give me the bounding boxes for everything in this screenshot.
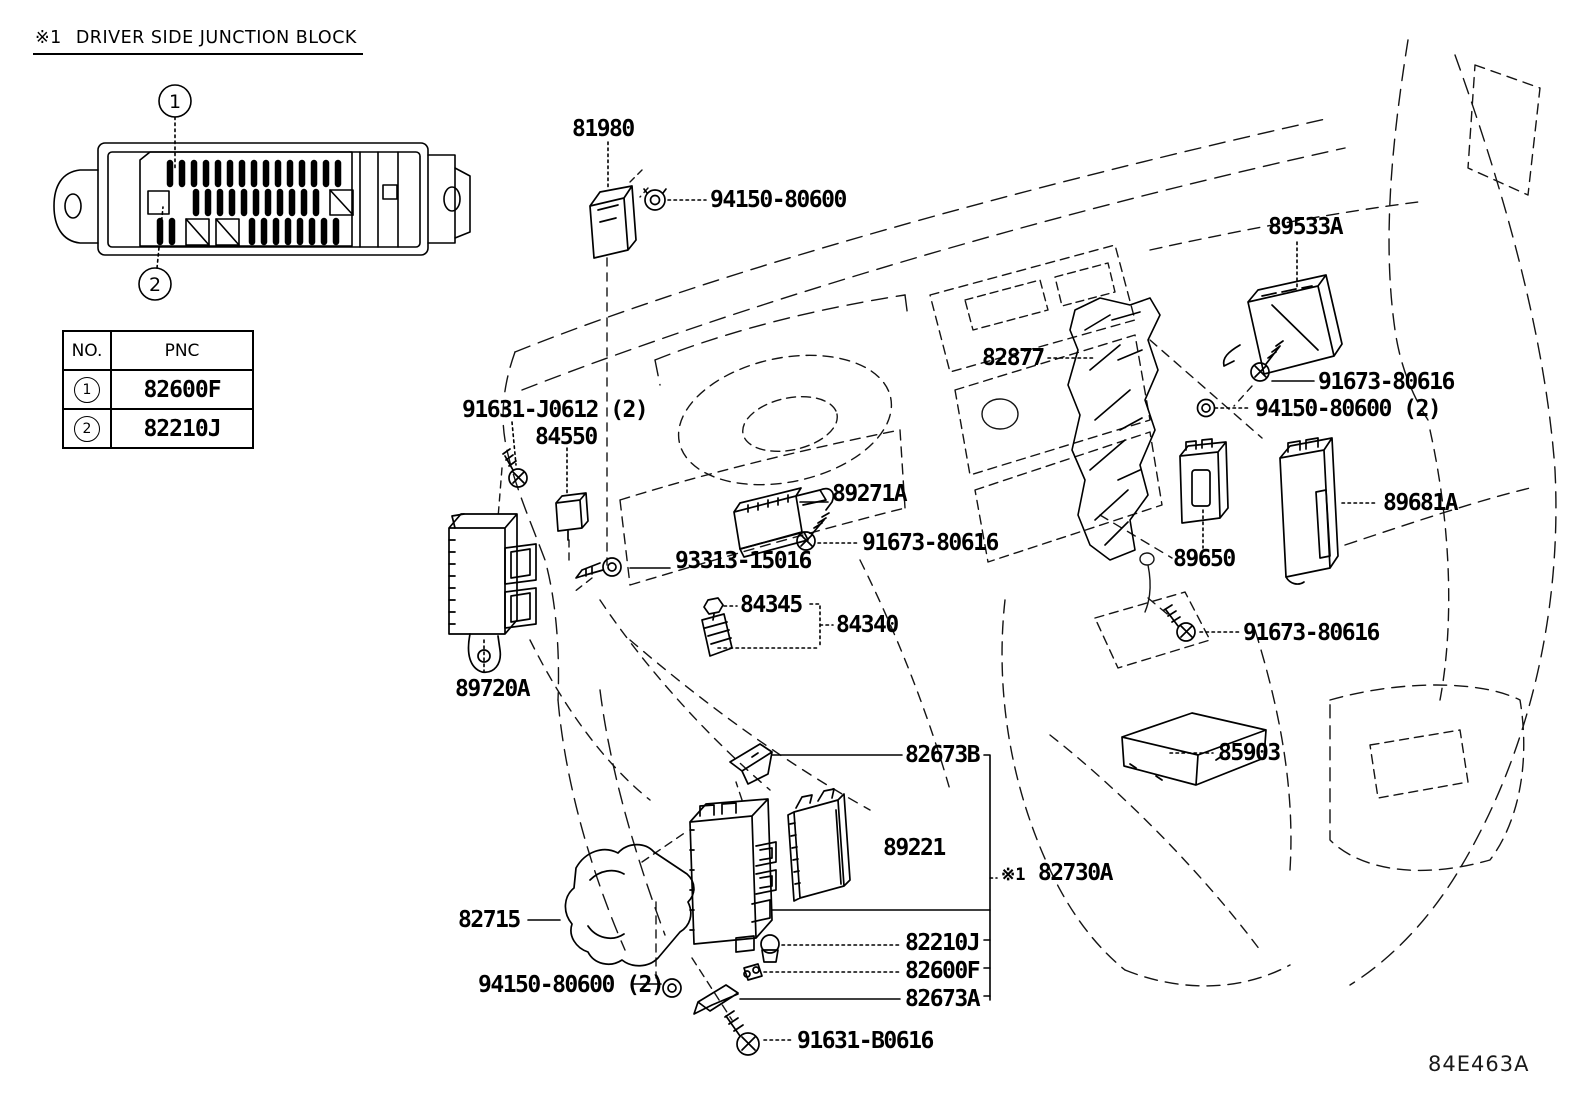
callout-2-circle <box>138 267 172 301</box>
module-89650-drawing <box>1179 438 1229 524</box>
part-label-82730A: ※1 82730A <box>1001 860 1114 886</box>
part-label-82730A-num: 82730A <box>1037 860 1114 886</box>
relay-81980-drawing <box>589 185 637 259</box>
part-label-81980: 81980 <box>572 116 635 142</box>
part-label-82730A-ref: ※1 <box>1001 865 1026 885</box>
box-84550-drawing <box>555 492 589 541</box>
bolt-91673-a-drawing <box>1250 340 1284 382</box>
bolt-91631J-drawing <box>502 448 528 488</box>
hatched-slots <box>185 189 354 246</box>
row2-pnc-value: 82210J <box>143 415 221 442</box>
part-label-82210J: 82210J <box>905 930 981 956</box>
table-row: 2 82210J <box>62 408 254 449</box>
part-label-82673B: 82673B <box>905 742 981 768</box>
part-label-89533A: 89533A <box>1268 214 1344 240</box>
ecu-89720A-drawing <box>448 513 537 674</box>
part-label-89221: 89221 <box>883 835 946 861</box>
bolt-91673-b-drawing <box>796 512 830 551</box>
row2-callout-number: 2 <box>74 415 100 442</box>
callout-2-number: 2 <box>149 274 161 296</box>
pnc-table-header-no: NO. <box>71 340 103 361</box>
bracket-82673A-drawing <box>693 984 739 1015</box>
pnc-table-header-pnc: PNC <box>164 340 200 361</box>
part-label-82877: 82877 <box>982 345 1045 371</box>
part-label-82673A: 82673A <box>905 986 981 1012</box>
pnc-table: NO. PNC 1 82600F 2 82210J <box>62 330 254 449</box>
part-label-94150-80600-2b: 94150-80600 (2) <box>478 972 665 998</box>
diagram-code: 84E463A <box>1428 1052 1530 1076</box>
note-text: DRIVER SIDE JUNCTION BLOCK <box>75 28 357 48</box>
ecu-89221-drawing <box>787 788 851 902</box>
part-label-85903: 85903 <box>1218 740 1281 766</box>
table-row: 1 82600F <box>62 369 254 410</box>
part-label-84340: 84340 <box>836 612 899 638</box>
part-label-91631-J0612: 91631-J0612 (2) <box>462 397 649 423</box>
nut-94150-b-drawing <box>662 978 682 998</box>
note-driver-side-junction-block: ※1 DRIVER SIDE JUNCTION BLOCK <box>33 28 363 55</box>
part-label-82600F: 82600F <box>905 958 981 984</box>
part-label-91631-B0616: 91631-B0616 <box>797 1028 934 1054</box>
part-label-89720A: 89720A <box>455 676 531 702</box>
fuse-row-1 <box>166 159 342 188</box>
part-label-84550: 84550 <box>535 424 598 450</box>
leader-lines <box>483 141 1379 1041</box>
clip-82600F-drawing <box>743 963 763 981</box>
junction-block-assy-drawing <box>689 798 777 953</box>
part-label-84345: 84345 <box>740 592 803 618</box>
nut-94150-drawing <box>643 188 667 211</box>
sensor-84345-drawing <box>701 597 733 657</box>
part-label-91673-80616-a: 91673-80616 <box>1318 369 1455 395</box>
part-label-91673-80616-b: 91673-80616 <box>862 530 999 556</box>
junction-block-inset: 1 2 <box>53 84 471 301</box>
fuse-row-2 <box>192 188 320 217</box>
part-label-94150-80600: 94150-80600 <box>710 187 847 213</box>
part-label-89650: 89650 <box>1173 546 1236 572</box>
grommet-82210J-drawing <box>760 934 780 963</box>
bracket-82877 <box>1067 297 1161 561</box>
dashboard-sketch <box>497 39 1557 1021</box>
bolt-91631B-drawing <box>724 1010 760 1056</box>
part-label-91673-80616-c: 91673-80616 <box>1243 620 1380 646</box>
part-label-89681A: 89681A <box>1383 490 1459 516</box>
callout-1-number: 1 <box>169 91 181 113</box>
row1-pnc-value: 82600F <box>143 376 221 403</box>
bolt-91673-c-drawing <box>1163 604 1196 642</box>
screw-93313-drawing <box>575 557 622 579</box>
row1-callout-number: 1 <box>74 376 100 403</box>
bracket-82673B-drawing <box>729 743 773 785</box>
part-label-82715: 82715 <box>458 907 521 933</box>
part-label-93313-15016: 93313-15016 <box>675 548 812 574</box>
box-85903-drawing <box>1121 712 1267 786</box>
module-89681A-drawing <box>1279 437 1339 585</box>
note-ref: ※1 <box>35 28 62 48</box>
part-label-89271A: 89271A <box>832 481 908 507</box>
ecu-89533A-drawing <box>1222 274 1343 375</box>
bracket-82715-drawing <box>564 843 695 967</box>
nut-94150-a-drawing <box>1196 398 1216 418</box>
part-label-94150-80600-2a: 94150-80600 (2) <box>1255 396 1442 422</box>
